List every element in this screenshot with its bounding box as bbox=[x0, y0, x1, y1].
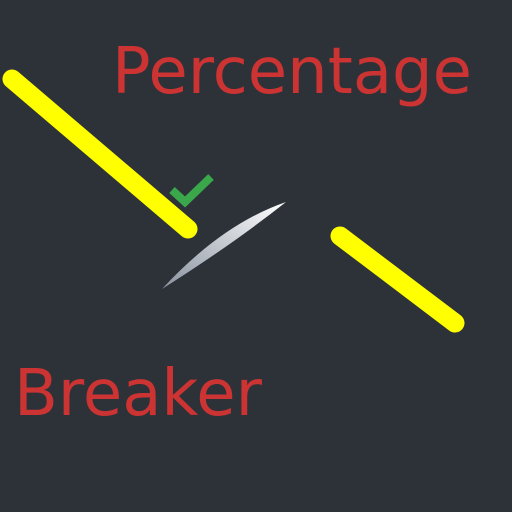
title-word-percentage: Percentage bbox=[112, 35, 473, 109]
title-word-breaker: Breaker bbox=[14, 357, 262, 431]
check-mark-icon bbox=[169, 174, 214, 208]
bar-segment-left bbox=[2, 69, 198, 239]
blade-slash-icon bbox=[162, 202, 286, 289]
bar-segment-right bbox=[330, 226, 465, 333]
